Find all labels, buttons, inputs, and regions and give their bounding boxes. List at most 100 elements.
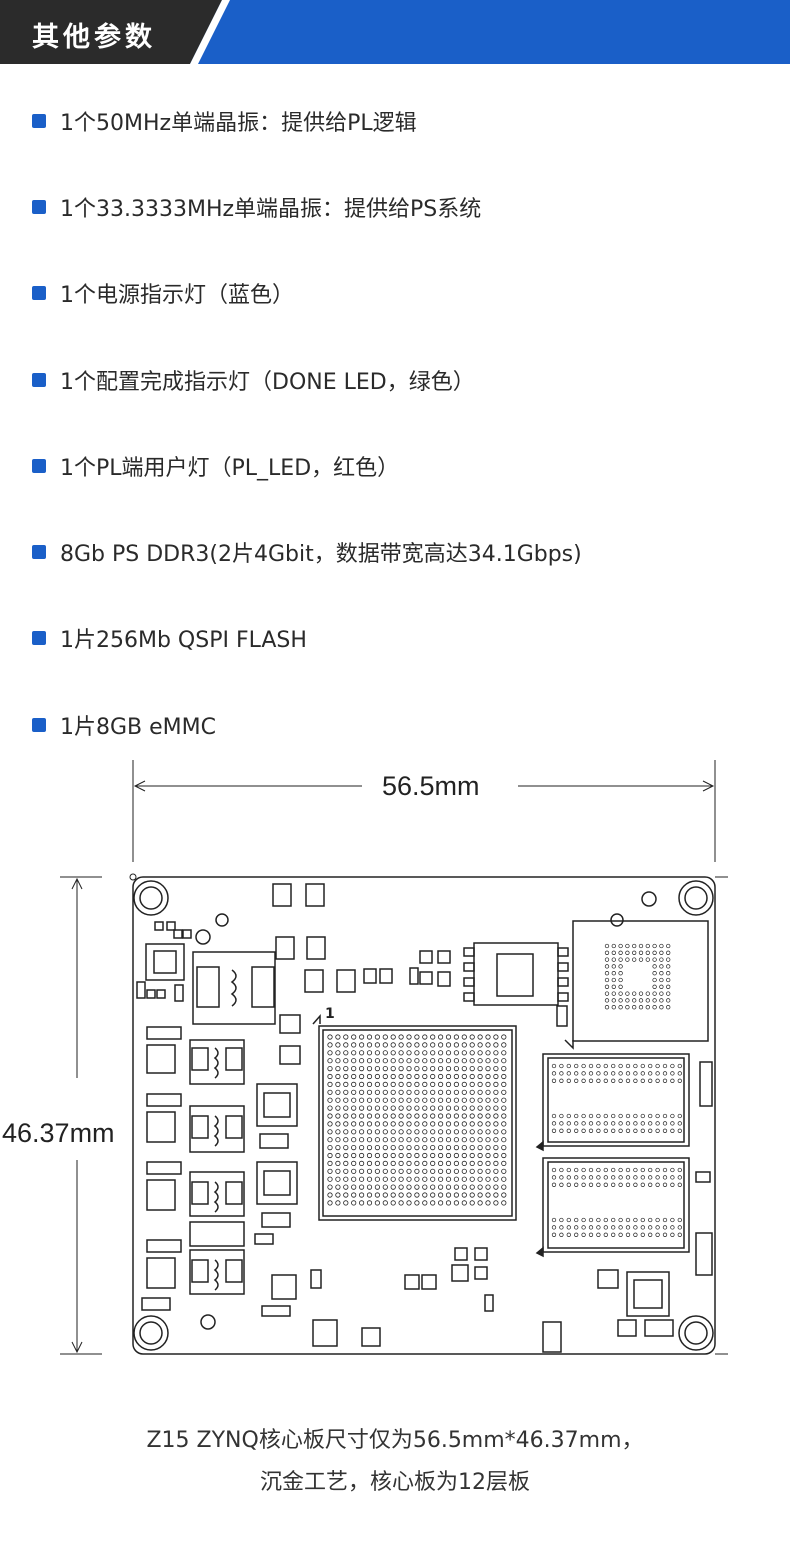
bga-ball <box>618 971 623 976</box>
bga-ball <box>640 1063 645 1069</box>
bga-ball <box>596 1175 601 1180</box>
bga-ball <box>374 1176 380 1182</box>
bga-ball <box>374 1129 380 1135</box>
bga-ball <box>611 1182 616 1187</box>
bga-ball <box>640 1078 645 1083</box>
bga-ball <box>652 1005 657 1010</box>
bga-ball <box>659 943 664 949</box>
bga-ball <box>437 1121 444 1127</box>
bga-ball <box>625 1071 631 1076</box>
bga-ball <box>414 1081 420 1088</box>
bga-ball <box>603 1063 608 1069</box>
bga-ball <box>351 1089 357 1095</box>
bga-ball <box>453 1105 459 1111</box>
bga-ball <box>382 1050 388 1056</box>
bga-ball <box>477 1168 483 1174</box>
bga-ball <box>611 1063 616 1069</box>
bga-ball <box>398 1097 404 1103</box>
bga-ball <box>358 1121 365 1127</box>
bga-ball <box>343 1168 349 1174</box>
bga-ball <box>625 950 630 955</box>
bga-ball <box>382 1034 388 1040</box>
bga-ball <box>351 1121 357 1127</box>
bga-ball <box>638 957 644 962</box>
bga-ball <box>485 1168 491 1174</box>
bga-ball <box>430 1200 436 1206</box>
bga-ball <box>406 1034 412 1040</box>
param-item-pl-oscillator: 1个50MHz单端晶振：提供给PL逻辑 <box>32 101 417 141</box>
bga-ball <box>422 1042 428 1048</box>
bga-ball <box>566 1121 571 1126</box>
bga-ball <box>596 1113 601 1119</box>
bga-ball <box>390 1073 396 1080</box>
bga-ball <box>566 1078 571 1083</box>
bga-ball <box>327 1073 333 1080</box>
bga-ball <box>343 1050 349 1056</box>
bga-ball <box>618 1063 623 1069</box>
bga-ball <box>327 1192 333 1198</box>
bga-ball <box>390 1160 396 1167</box>
bga-ball <box>574 1078 579 1083</box>
bga-ball <box>566 1063 571 1069</box>
bga-ball <box>501 1160 507 1167</box>
bga-ball <box>618 984 623 989</box>
board-outline-svg: 1 <box>60 760 728 1355</box>
bga-ball <box>335 1200 341 1206</box>
bga-ball <box>469 1184 475 1190</box>
bga-ball <box>574 1113 579 1119</box>
bga-ball <box>374 1089 380 1095</box>
bga-ball <box>430 1066 436 1072</box>
bga-ball <box>422 1081 428 1088</box>
bga-ball <box>618 998 623 1003</box>
bga-ball <box>469 1097 475 1103</box>
bga-ball <box>430 1042 436 1048</box>
bga-ball <box>611 1217 616 1223</box>
bga-ball <box>670 1182 675 1187</box>
bga-ball <box>382 1042 388 1048</box>
bga-ball <box>604 957 610 962</box>
bga-ball <box>422 1097 428 1103</box>
bga-ball <box>485 1200 491 1206</box>
bga-ball <box>358 1034 365 1040</box>
bga-ball <box>677 1121 682 1126</box>
bga-ball <box>398 1192 404 1198</box>
bga-ball <box>666 971 671 976</box>
bga-ball <box>406 1097 412 1103</box>
bga-ball <box>406 1073 412 1080</box>
bga-ball <box>358 1113 365 1119</box>
bga-ball <box>358 1081 365 1088</box>
bga-ball <box>655 1113 660 1119</box>
bga-ball <box>382 1121 388 1127</box>
bga-ball <box>652 957 657 962</box>
bga-ball <box>477 1105 483 1111</box>
bga-ball <box>477 1050 483 1056</box>
bga-ball <box>430 1192 436 1198</box>
bga-ball <box>461 1089 467 1095</box>
bga-ball <box>414 1097 420 1103</box>
bga-ball <box>493 1121 499 1127</box>
bga-ball <box>640 1167 645 1173</box>
bga-ball <box>559 1128 564 1133</box>
bga-ball <box>390 1184 396 1190</box>
bga-ball <box>611 950 616 955</box>
bga-ball <box>469 1192 475 1198</box>
bga-ball <box>343 1081 349 1088</box>
bga-ball <box>618 1121 623 1126</box>
bga-ball <box>445 1050 452 1056</box>
bga-ball <box>493 1145 499 1151</box>
bga-ball <box>437 1184 444 1190</box>
bga-ball <box>640 1232 645 1237</box>
bga-ball <box>604 984 610 989</box>
bga-ball <box>437 1081 444 1088</box>
bga-ball <box>662 1167 668 1173</box>
bga-ball <box>666 943 671 949</box>
bga-ball <box>398 1066 404 1072</box>
bga-ball <box>445 1042 452 1048</box>
bga-ball <box>655 1121 660 1126</box>
bga-ball <box>566 1232 571 1237</box>
bga-ball <box>414 1113 420 1119</box>
bga-ball <box>406 1129 412 1135</box>
bga-ball <box>366 1152 373 1159</box>
bga-ball <box>414 1042 420 1048</box>
bga-ball <box>604 977 610 983</box>
